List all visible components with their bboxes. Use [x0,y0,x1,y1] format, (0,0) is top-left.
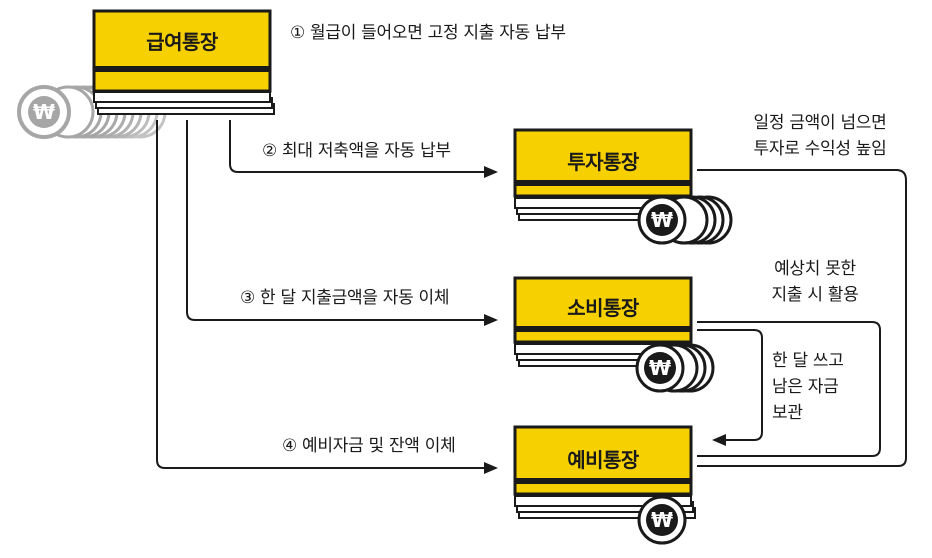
invest-account [513,128,733,245]
spend-coin-symbol: ₩ [649,356,671,380]
salary-account-title: 급여통장 [146,30,218,54]
invest-note-line-1: 일정 금액이 넘으면 [753,113,887,133]
invest-overflow-line [697,169,907,467]
invest-note-line-2: 투자로 수익성 높임 [753,139,887,159]
coin-symbols: ₩ ₩ ₩ ₩ [33,100,673,532]
arrow-to-spend [186,120,498,326]
leftover-note: 한 달 쓰고 남은 자금 보관 [772,348,844,426]
step-3-label: ③ 한 달 지출금액을 자동 이체 [240,288,450,308]
leftover-note-line-3: 보관 [772,403,803,423]
salary-account [17,9,275,139]
invest-account-title: 투자통장 [567,150,639,174]
reserve-account [513,425,696,545]
reserve-account-title: 예비통장 [567,448,639,472]
leftover-note-line-1: 한 달 쓰고 [772,351,844,371]
spend-overflow-line [697,321,881,457]
invest-note: 일정 금액이 넘으면 투자로 수익성 높임 [725,110,915,162]
leftover-note-line-2: 남은 자금 [772,377,839,397]
spend-coin-stack [635,343,715,393]
spend-account-title: 소비통장 [567,296,639,320]
arrow-to-invest [229,120,498,178]
spend-note: 예상치 못한 지출 시 활용 [740,256,890,308]
invest-coin-stack [637,195,733,245]
spend-account [513,276,715,393]
spend-leftover-arrow [697,329,763,446]
step-2-label: ② 최대 저축액을 자동 납부 [262,141,451,161]
step-1-label: ① 월급이 들어오면 고정 지출 자동 납부 [290,23,566,43]
reserve-coin [637,495,687,545]
salary-coin-symbol: ₩ [33,100,55,124]
spend-note-line-1: 예상치 못한 [774,259,856,279]
reserve-coin-symbol: ₩ [651,508,673,532]
spend-note-line-2: 지출 시 활용 [771,285,859,305]
arrow-to-reserve [156,120,498,474]
step-4-label: ④ 예비자금 및 잔액 이체 [282,436,456,456]
invest-coin-symbol: ₩ [651,208,673,232]
